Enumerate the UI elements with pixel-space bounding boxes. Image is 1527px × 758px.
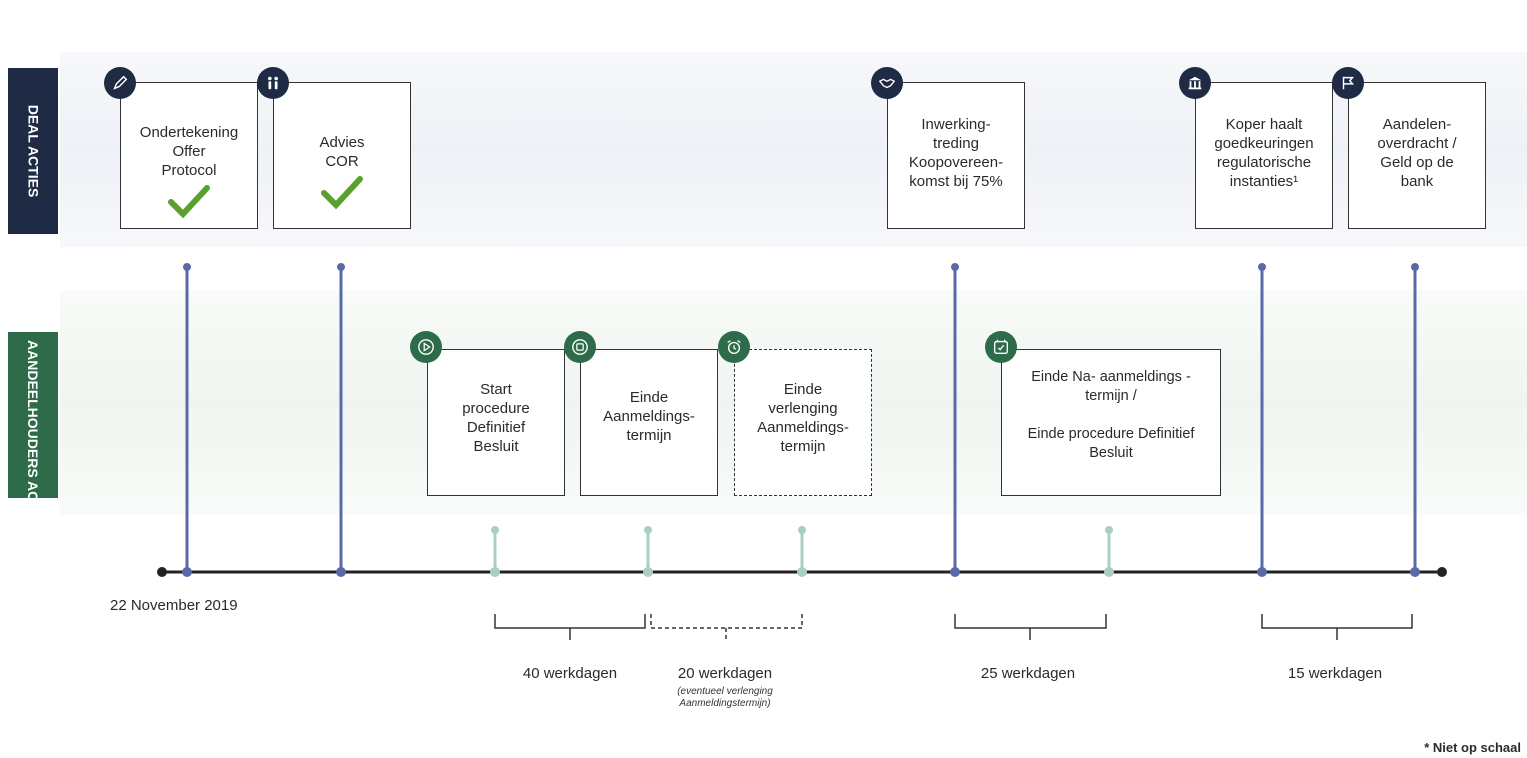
duration-15-werkdagen: 15 werkdagen bbox=[1287, 665, 1383, 682]
deal-box-goedkeuringen: Koper haalt goedkeuringen regulatorische… bbox=[1195, 82, 1333, 229]
brace-25 bbox=[954, 614, 1107, 640]
checkmark-icon bbox=[168, 185, 210, 218]
deal-box-text: Advies COR bbox=[319, 134, 365, 170]
shareholder-box-einde-aanmeldingstermijn: Einde Aanmeldings- termijn bbox=[580, 349, 718, 496]
brace-15 bbox=[1261, 614, 1413, 640]
duration-20-werkdagen: 20 werkdagen bbox=[677, 665, 773, 682]
timeline-start-date: 22 November 2019 bbox=[110, 597, 238, 614]
deal-box-text: Inwerking- treding Koopovereen- komst bi… bbox=[908, 116, 1004, 190]
duration-40-werkdagen: 40 werkdagen bbox=[522, 665, 618, 682]
not-to-scale-footnote: * Niet op schaal bbox=[1424, 740, 1521, 755]
bank-icon bbox=[1179, 67, 1211, 99]
deal-box-text: Ondertekening Offer Protocol bbox=[139, 124, 239, 179]
deal-box-text: Koper haalt goedkeuringen regulatorische… bbox=[1214, 116, 1314, 190]
shareholder-box-einde-na-aanmeldingstermijn: Einde Na- aanmeldings - termijn / Einde … bbox=[1001, 349, 1221, 496]
shareholder-box-text: Einde Aanmeldings- termijn bbox=[603, 389, 695, 444]
pen-icon bbox=[104, 67, 136, 99]
shareholder-actions-label: AANDEELHOUDERS ACTIES bbox=[8, 332, 58, 532]
handshake-icon bbox=[871, 67, 903, 99]
alarm-clock-icon bbox=[718, 331, 750, 363]
deal-box-aandelenoverdracht: Aandelen- overdracht / Geld op de bank bbox=[1348, 82, 1486, 229]
shareholder-box-text: Einde verlenging Aanmeldings- termijn bbox=[757, 381, 849, 455]
calendar-check-icon bbox=[985, 331, 1017, 363]
brace-40 bbox=[494, 614, 646, 640]
stop-icon bbox=[564, 331, 596, 363]
deal-box-inwerkingtreding: Inwerking- treding Koopovereen- komst bi… bbox=[887, 82, 1025, 229]
shareholder-box-start-procedure: Start procedure Definitief Besluit bbox=[427, 349, 565, 496]
deal-box-text: Aandelen- overdracht / Geld op de bank bbox=[1377, 116, 1457, 190]
deal-box-offer-protocol: Ondertekening Offer Protocol bbox=[120, 82, 258, 229]
duration-25-werkdagen: 25 werkdagen bbox=[980, 665, 1076, 682]
deal-box-advies-cor: Advies COR bbox=[273, 82, 411, 229]
flag-icon bbox=[1332, 67, 1364, 99]
checkmark-icon bbox=[321, 176, 363, 209]
duration-20-note: (eventueel verlenging Aanmeldingstermijn… bbox=[677, 686, 773, 709]
shareholder-box-text: Start procedure Definitief Besluit bbox=[462, 381, 530, 455]
play-icon bbox=[410, 331, 442, 363]
people-icon bbox=[257, 67, 289, 99]
brace-20 bbox=[650, 614, 803, 640]
shareholder-box-text: Einde Na- aanmeldings - termijn / Einde … bbox=[1027, 369, 1195, 461]
deal-actions-label: DEAL ACTIES bbox=[8, 68, 58, 234]
shareholder-box-einde-verlenging: Einde verlenging Aanmeldings- termijn bbox=[734, 349, 872, 496]
